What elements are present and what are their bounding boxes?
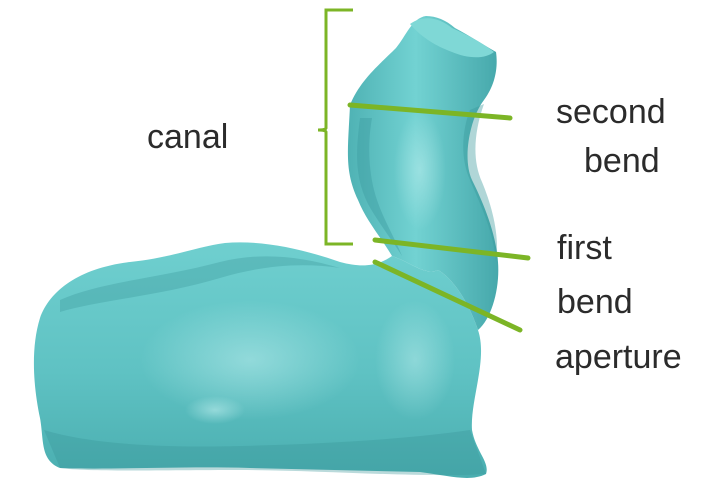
second-bend-label-line2: bend xyxy=(584,142,660,180)
canal-label: canal xyxy=(147,118,228,156)
model-highlight-4 xyxy=(185,396,245,424)
model-highlight-2 xyxy=(375,300,455,420)
second-bend-label-line1: second xyxy=(556,93,666,131)
aperture-label: aperture xyxy=(555,338,682,376)
first-bend-label-line1: first xyxy=(557,229,612,267)
model-highlight-1 xyxy=(140,300,360,420)
model-highlight-3 xyxy=(394,110,446,230)
canal-bracket xyxy=(318,10,353,244)
first-bend-label-line2: bend xyxy=(557,283,633,321)
